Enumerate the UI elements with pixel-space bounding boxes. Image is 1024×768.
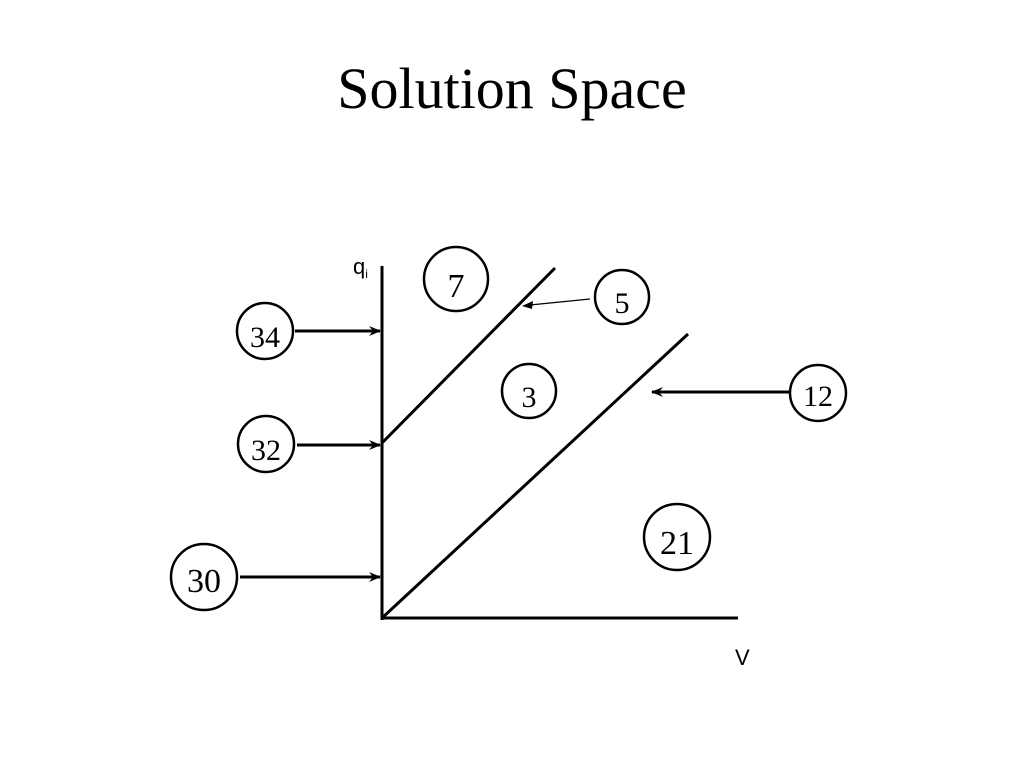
slide-title: Solution Space (337, 56, 687, 121)
circle-12: 12 (788, 363, 848, 423)
label-30: 30 (187, 563, 221, 600)
circle-21: 21 (642, 502, 712, 572)
label-34: 34 (250, 321, 280, 354)
circle-30: 30 (169, 542, 239, 612)
label-7: 7 (448, 268, 465, 305)
axis-arrows (240, 326, 792, 582)
boundary-lines (380, 266, 690, 620)
circle-5: 5 (593, 268, 651, 326)
circle-32: 32 (236, 414, 296, 474)
pointer-5 (522, 298, 591, 309)
label-5: 5 (615, 287, 630, 320)
label-32: 32 (251, 434, 281, 467)
label-12: 12 (803, 380, 833, 413)
upper-boundary-line (380, 266, 557, 445)
label-21: 21 (660, 525, 694, 562)
label-3: 3 (522, 381, 537, 414)
x-axis-label: V (735, 645, 750, 670)
circle-34: 34 (235, 301, 295, 361)
y-axis-label: qi (353, 254, 368, 281)
circle-3: 3 (500, 362, 558, 420)
lower-boundary-line (380, 332, 690, 620)
circle-7: 7 (422, 245, 490, 313)
